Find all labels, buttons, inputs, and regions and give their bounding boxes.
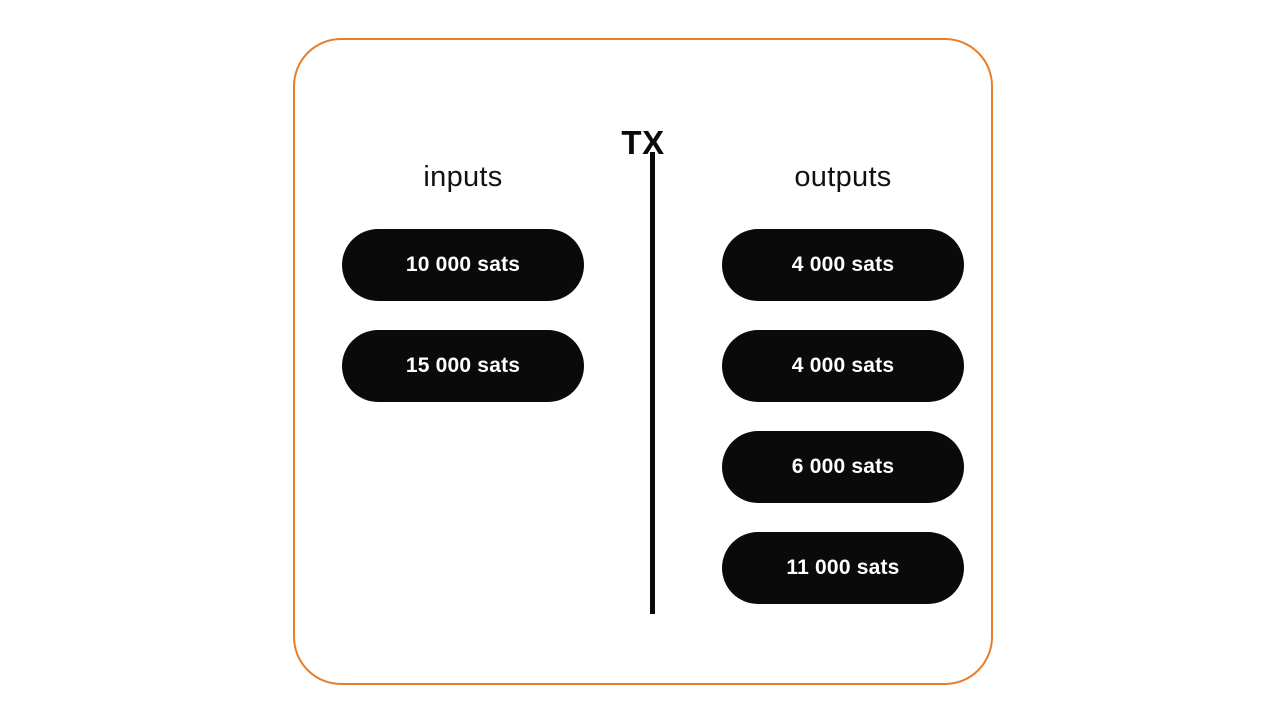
- output-amount: 4 000 sats: [791, 253, 895, 276]
- inputs-label: inputs: [423, 161, 503, 193]
- output-pill: 4 000 sats: [722, 330, 964, 402]
- output-pill: 4 000 sats: [722, 229, 964, 301]
- output-pill: 6 000 sats: [722, 431, 964, 503]
- output-amount: 11 000 sats: [786, 556, 900, 579]
- output-amount: 6 000 sats: [791, 455, 895, 478]
- transaction-box: TX inputs 10 000 sats 15 000 sats output…: [293, 38, 993, 685]
- transaction-title: TX: [621, 124, 665, 161]
- output-amount: 4 000 sats: [791, 354, 895, 377]
- input-amount: 10 000 sats: [405, 253, 521, 276]
- input-pill: 10 000 sats: [342, 229, 584, 301]
- input-pill: 15 000 sats: [342, 330, 584, 402]
- input-amount: 15 000 sats: [405, 354, 521, 377]
- inputs-column: inputs 10 000 sats 15 000 sats: [342, 155, 584, 402]
- outputs-label: outputs: [794, 161, 892, 193]
- inputs-outputs-divider: [650, 152, 655, 614]
- output-pill: 11 000 sats: [722, 532, 964, 604]
- outputs-column: outputs 4 000 sats 4 000 sats 6 000 sats…: [722, 155, 964, 604]
